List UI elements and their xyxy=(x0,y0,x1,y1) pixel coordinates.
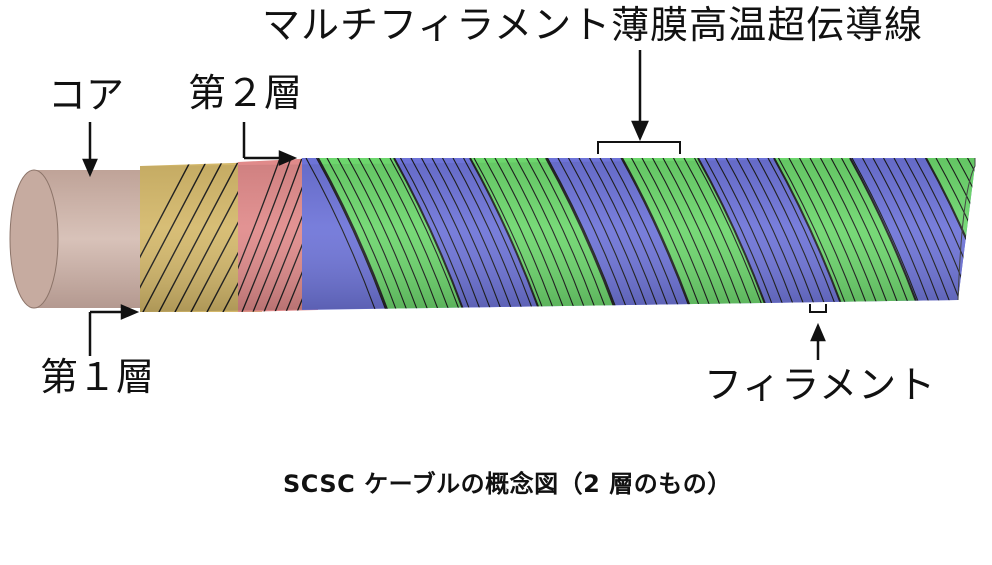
filament-label: フィラメント xyxy=(704,366,936,404)
layer1-label: 第１層 xyxy=(40,358,154,396)
layer2-label: 第２層 xyxy=(188,74,302,112)
multifilament-wire-label: マルチフィラメント薄膜高温超伝導線 xyxy=(262,6,923,44)
filament-edge xyxy=(978,158,992,312)
core-end-face xyxy=(10,170,58,308)
core-label: コア xyxy=(48,76,124,114)
cable-shading xyxy=(140,158,975,312)
filament-edge xyxy=(989,158,992,312)
figure-caption: SCSC ケーブルの概念図（2 層のもの） xyxy=(283,472,732,496)
